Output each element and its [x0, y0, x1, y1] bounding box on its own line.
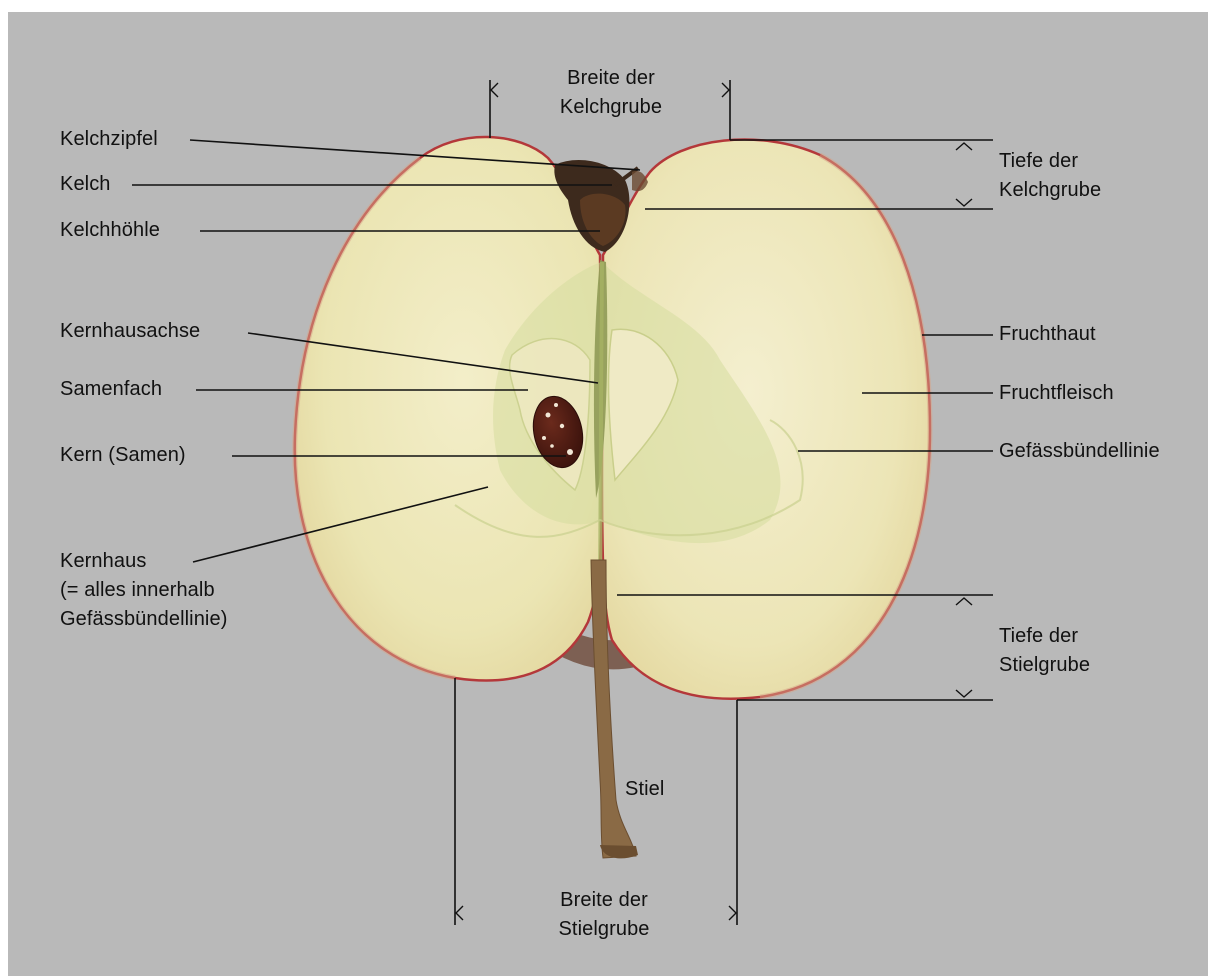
breite-stielgrube-right-arrow: [729, 906, 736, 920]
label-kernhaus-line2: (= alles innerhalb: [60, 576, 227, 605]
tiefe-stielgrube-bottom-arrow: [956, 690, 972, 697]
label-kernhaus-line1: Kernhaus: [60, 547, 227, 576]
label-tiefe-stielgrube: Tiefe der Stielgrube: [999, 622, 1090, 680]
label-tiefe-kelchgrube-line1: Tiefe der: [999, 147, 1101, 176]
label-tiefe-stielgrube-line2: Stielgrube: [999, 651, 1090, 680]
label-stiel: Stiel: [625, 775, 664, 804]
label-kernhaus-line3: Gefässbündellinie): [60, 605, 227, 634]
label-breite-kelchgrube-line2: Kelchgrube: [537, 93, 685, 122]
label-breite-kelchgrube-line1: Breite der: [537, 64, 685, 93]
core-axis-line: [600, 262, 602, 600]
tiefe-kelchgrube-top-arrow: [956, 143, 972, 150]
breite-kelchgrube-right-arrow: [722, 83, 729, 97]
label-tiefe-stielgrube-line1: Tiefe der: [999, 622, 1090, 651]
label-fruchthaut: Fruchthaut: [999, 320, 1096, 349]
label-kernhausachse: Kernhausachse: [60, 317, 200, 346]
label-breite-stielgrube-line1: Breite der: [530, 886, 678, 915]
label-gefaessbuendellinie: Gefässbündellinie: [999, 437, 1160, 466]
tiefe-kelchgrube-bottom-arrow: [956, 199, 972, 206]
label-tiefe-kelchgrube-line2: Kelchgrube: [999, 176, 1101, 205]
label-breite-kelchgrube: Breite der Kelchgrube: [537, 64, 685, 122]
label-kelch: Kelch: [60, 170, 111, 199]
label-kelchhoehle: Kelchhöhle: [60, 216, 160, 245]
label-samenfach: Samenfach: [60, 375, 162, 404]
label-fruchtfleisch: Fruchtfleisch: [999, 379, 1114, 408]
breite-stielgrube-left-arrow: [456, 906, 463, 920]
breite-kelchgrube-left-arrow: [491, 83, 498, 97]
label-breite-stielgrube: Breite der Stielgrube: [530, 886, 678, 944]
tiefe-stielgrube-top-arrow: [956, 598, 972, 605]
label-kern: Kern (Samen): [60, 441, 186, 470]
label-kelchzipfel: Kelchzipfel: [60, 125, 158, 154]
label-kernhaus: Kernhaus (= alles innerhalb Gefässbündel…: [60, 547, 227, 634]
label-breite-stielgrube-line2: Stielgrube: [530, 915, 678, 944]
label-tiefe-kelchgrube: Tiefe der Kelchgrube: [999, 147, 1101, 205]
apple: [295, 137, 930, 858]
